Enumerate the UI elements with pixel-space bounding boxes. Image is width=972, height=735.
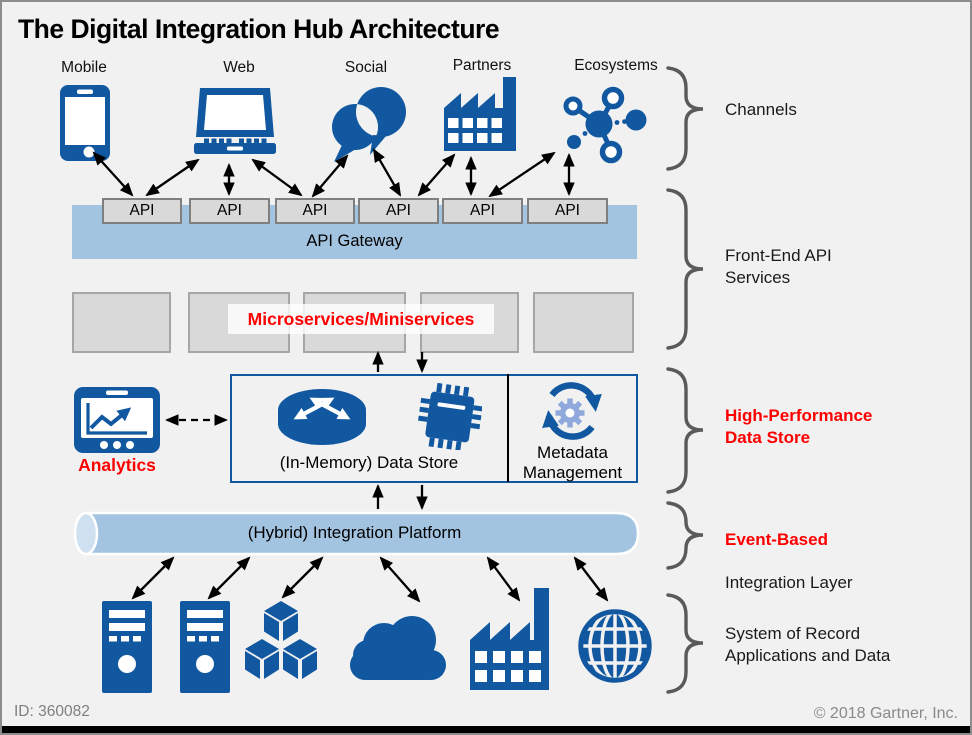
factory-icon: [444, 77, 516, 151]
analytics-label: Analytics: [78, 455, 156, 475]
label-system-of-record: System of Record Applications and Data: [725, 624, 891, 665]
microservice-box: [533, 292, 634, 353]
chat-bubbles-icon: [332, 87, 406, 162]
document-id: ID: 360082: [14, 703, 90, 720]
laptop-icon: [194, 88, 276, 154]
smartphone-icon: [60, 85, 110, 161]
data-store-label: (In-Memory) Data Store: [279, 453, 459, 472]
data-store-box: [230, 374, 638, 483]
label-integration-layer: Integration Layer: [725, 572, 853, 592]
page-title: The Digital Integration Hub Architecture: [18, 14, 500, 44]
copyright: © 2018 Gartner, Inc.: [813, 705, 958, 722]
microservices-label: Microservices/Miniservices: [228, 304, 494, 334]
label-channels: Channels: [725, 100, 797, 119]
label-high-performance-data-store: High-Performance Data Store: [725, 406, 873, 447]
channel-label-web: Web: [223, 59, 255, 76]
api-box: API: [358, 198, 439, 224]
api-box: API: [275, 198, 355, 224]
server-icon: [180, 601, 230, 693]
label-event-based: Event-Based: [725, 529, 828, 549]
network-icon: [563, 86, 647, 164]
factory-icon: [470, 588, 549, 690]
router-icon: [278, 389, 366, 445]
data-store-divider: [507, 374, 509, 482]
api-box: API: [102, 198, 182, 224]
integration-platform-label: (Hybrid) Integration Platform: [247, 523, 462, 542]
channel-label-mobile: Mobile: [61, 59, 107, 76]
channel-label-social: Social: [344, 59, 388, 76]
microservice-box: [72, 292, 171, 353]
channel-label-partners: Partners: [452, 57, 512, 74]
metadata-management-label: Metadata Management: [522, 443, 623, 482]
server-icon: [102, 601, 152, 693]
api-box: API: [189, 198, 270, 224]
cpu-chip-icon: [418, 382, 482, 450]
channel-label-ecosystems: Ecosystems: [574, 57, 658, 74]
metadata-sync-icon: [542, 382, 602, 440]
analytics-icon: [74, 387, 160, 453]
api-box: API: [527, 198, 608, 224]
label-event-based-integration-layer: Event-Based Integration Layer: [725, 507, 853, 615]
brace-group: [666, 66, 704, 694]
label-front-end-api-services: Front-End API Services: [725, 246, 832, 287]
cubes-icon: [245, 601, 317, 679]
api-gateway-label: API Gateway: [306, 232, 403, 250]
cloud-icon: [350, 616, 446, 680]
bottom-bar: [2, 726, 970, 733]
globe-icon: [578, 609, 652, 683]
integration-platform-pipe: [73, 511, 640, 556]
api-box: API: [442, 198, 523, 224]
